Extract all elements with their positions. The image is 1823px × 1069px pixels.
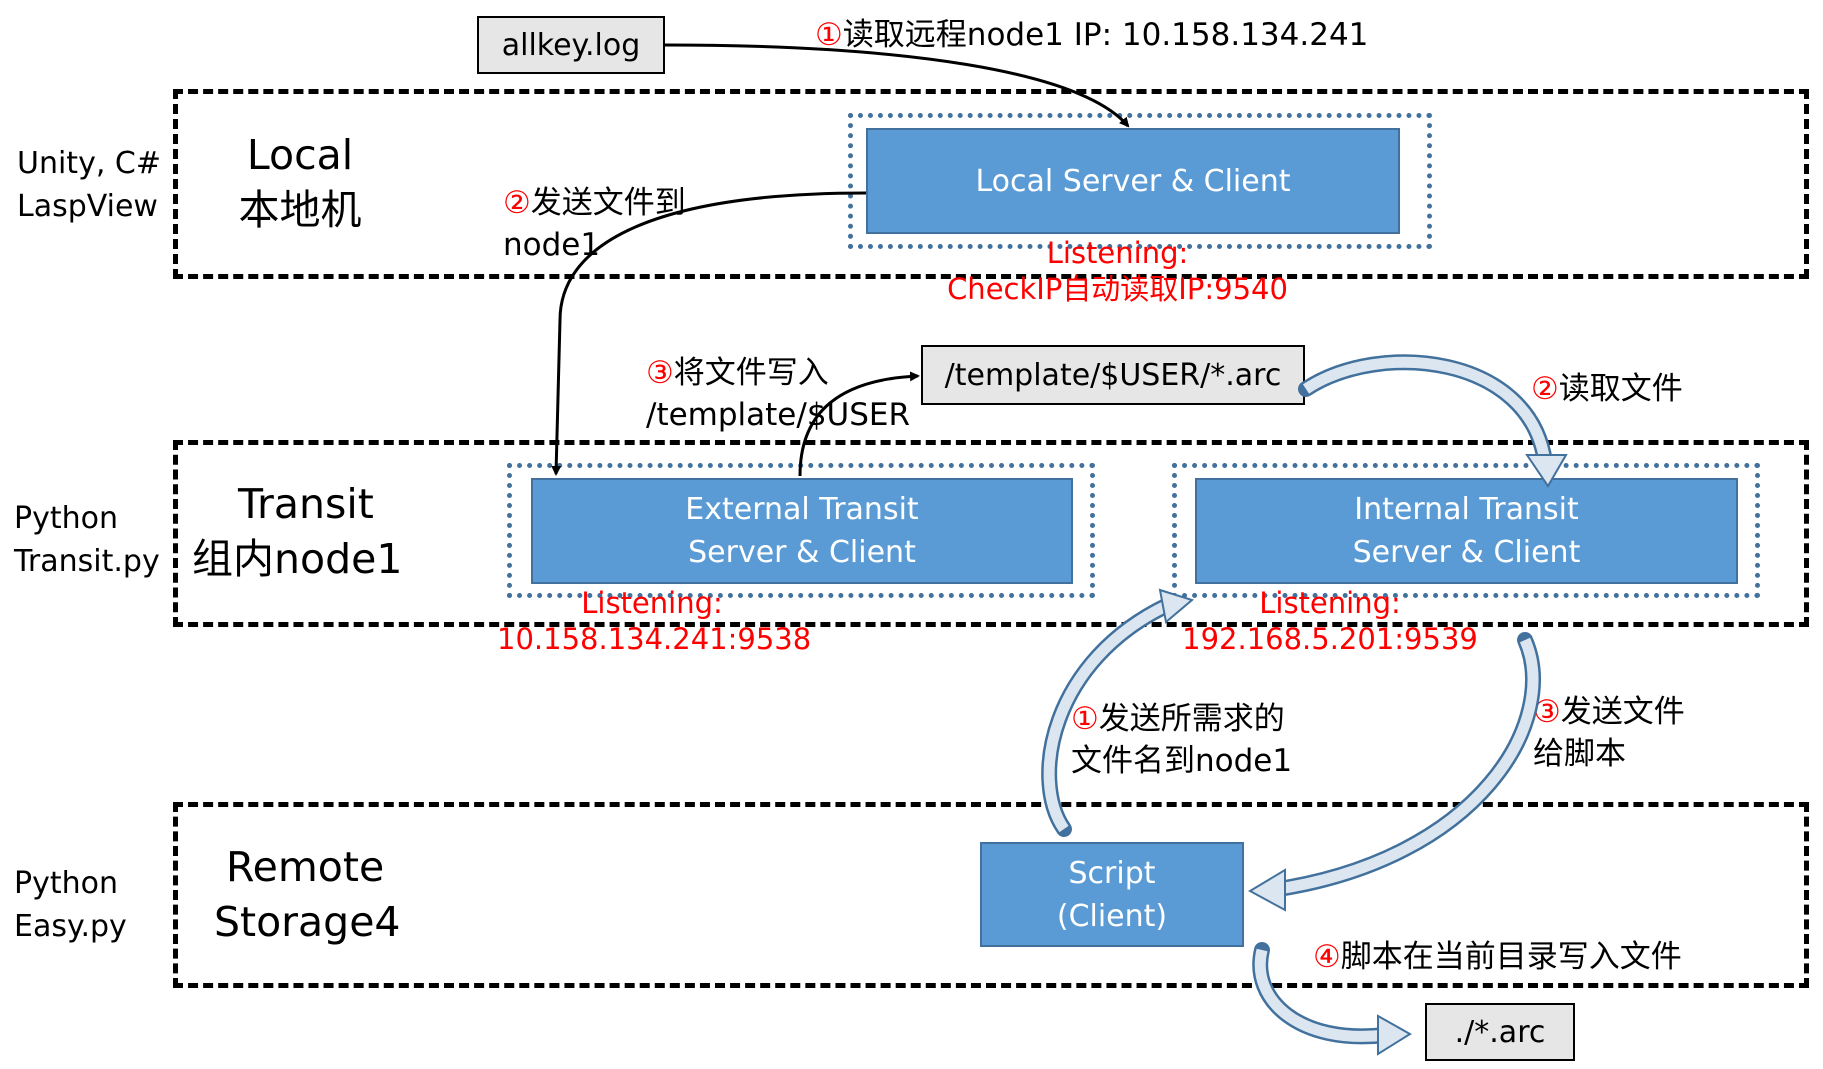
local-server-container [848, 113, 1432, 249]
local-listening-label: Listening: CheckIP自动读取IP:9540 [947, 236, 1288, 306]
step1-request-note: ①发送所需求的 文件名到node1 [1071, 701, 1293, 779]
step2-send-file-note: ②发送文件到 node1 [503, 185, 686, 263]
internal-listening-label: Listening: 192.168.5.201:9539 [1182, 586, 1478, 656]
internal-transit-box: Internal Transit Server & Client [1195, 478, 1738, 584]
remote-layer-frame [173, 802, 1809, 988]
allkey-log-file: allkey.log [477, 16, 665, 74]
local-title: Local 本地机 [238, 131, 362, 234]
internal-transit-container [1172, 463, 1760, 598]
transit-layer-frame [173, 440, 1809, 627]
local-arc-file: ./*.arc [1425, 1003, 1575, 1061]
step1-read-ip-note: ①读取远程node1 IP: 10.158.134.241 [815, 17, 1369, 53]
arrow-local-to-external [551, 191, 867, 476]
step4-write-local-note: ④脚本在当前目录写入文件 [1313, 939, 1682, 975]
step2-read-file-note: ②读取文件 [1531, 371, 1683, 407]
local-side-label: Unity, C# LaspView [17, 146, 161, 224]
transit-title: Transit 组内node1 [192, 480, 403, 583]
external-transit-box: External Transit Server & Client [531, 478, 1073, 584]
template-arc-file: /template/$USER/*.arc [921, 345, 1305, 405]
external-listening-label: Listening: 10.158.134.241:9538 [497, 586, 812, 656]
step3-write-file-note: ③将文件写入 /template/$USER [646, 355, 911, 433]
arrow-external-to-template [798, 371, 920, 477]
local-layer-frame [173, 89, 1809, 279]
remote-title: Remote Storage4 [214, 843, 401, 946]
arrow-script-to-local-file [1252, 942, 1393, 1045]
script-client-box: Script (Client) [980, 842, 1244, 947]
local-server-client-box: Local Server & Client [866, 128, 1400, 234]
remote-side-label: Python Easy.py [14, 866, 127, 944]
arrow-allkey-to-local [664, 43, 1130, 128]
transit-side-label: Python Transit.py [14, 501, 160, 579]
